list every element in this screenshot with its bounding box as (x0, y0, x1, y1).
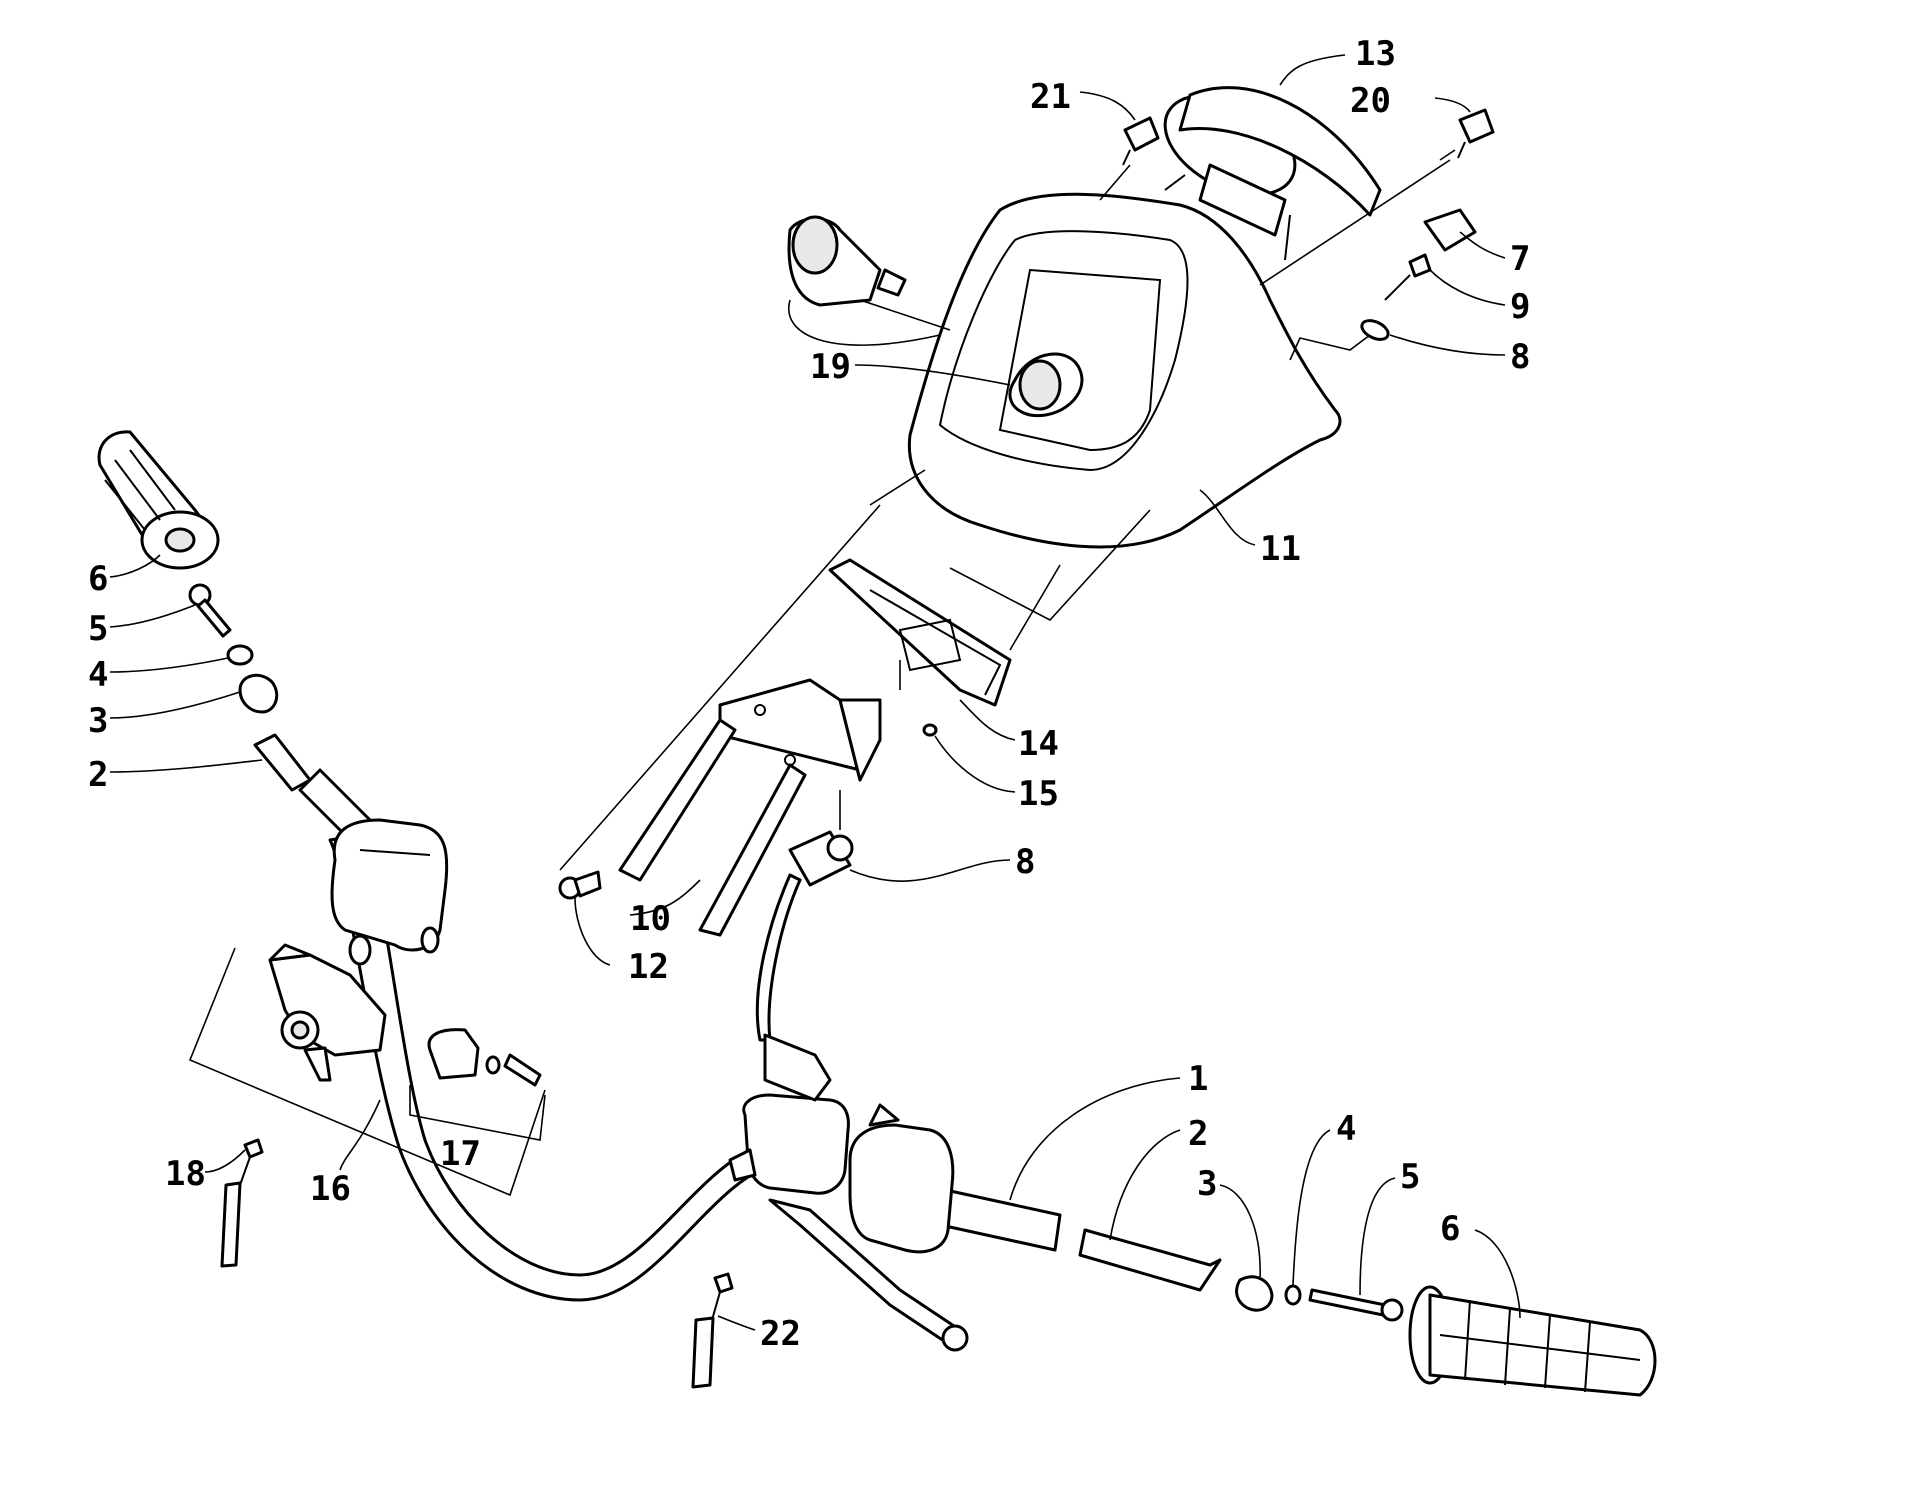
speedometer (1163, 86, 1382, 261)
callout-8-upper: 8 (1510, 337, 1530, 377)
callout-labels: 13 21 20 7 9 8 19 11 6 5 4 3 2 14 15 8 1… (88, 34, 1530, 1354)
callout-8-lower: 8 (1015, 842, 1035, 882)
callout-16: 16 (310, 1169, 351, 1209)
left-brake-control (268, 943, 387, 1082)
left-insert (253, 733, 312, 792)
callout-1: 1 (1188, 1059, 1208, 1099)
callout-21: 21 (1030, 77, 1071, 117)
callout-13: 13 (1355, 34, 1396, 74)
bulb-socket-20 (1457, 108, 1495, 159)
left-grip (97, 430, 220, 570)
screw-15 (922, 723, 938, 737)
callout-leaders (109, 54, 1521, 1331)
ignition-key (1384, 253, 1432, 301)
mounting-bracket (618, 678, 882, 937)
callout-7: 7 (1510, 239, 1530, 279)
left-switch-housing (330, 818, 449, 966)
callout-10: 10 (630, 899, 671, 939)
right-insert (1078, 1228, 1222, 1292)
accessory-outlet-grommet (1008, 352, 1084, 418)
assembly-lines (188, 149, 1456, 1197)
callout-20: 20 (1350, 81, 1391, 121)
pod-cover (907, 192, 1342, 549)
callout-5-right: 5 (1400, 1157, 1420, 1197)
callout-22: 22 (760, 1314, 801, 1354)
callout-2-right: 2 (1188, 1114, 1208, 1154)
right-washer (1284, 1284, 1302, 1306)
callout-3-left: 3 (88, 701, 108, 741)
power-outlet (787, 215, 907, 307)
bulb-socket-21 (1122, 116, 1160, 166)
callout-6-left: 6 (88, 559, 108, 599)
callout-2-left: 2 (88, 755, 108, 795)
right-switch-housing (848, 1103, 955, 1254)
left-bolt (188, 583, 232, 638)
clamp-17 (427, 1028, 542, 1087)
callout-4-right: 4 (1336, 1109, 1356, 1149)
callout-15: 15 (1018, 774, 1059, 814)
callout-6-right: 6 (1440, 1209, 1460, 1249)
brake-master-cylinder (728, 1093, 969, 1352)
callout-18: 18 (165, 1154, 206, 1194)
callout-14: 14 (1018, 724, 1059, 764)
ignition-nut (1360, 319, 1390, 341)
left-washer (226, 644, 254, 666)
ignition-cap (1423, 208, 1477, 252)
right-bolt (1308, 1288, 1404, 1322)
left-bar-end (238, 673, 279, 714)
harness-switch (755, 830, 854, 1102)
callout-4-left: 4 (88, 655, 108, 695)
callout-17: 17 (440, 1134, 481, 1174)
sensor-18 (220, 1138, 264, 1268)
callout-5-left: 5 (88, 609, 108, 649)
push-pin-12 (558, 870, 602, 900)
indicator-lens (828, 558, 1012, 707)
callout-9: 9 (1510, 287, 1530, 327)
sensor-22 (691, 1272, 734, 1389)
callout-3-right: 3 (1197, 1164, 1217, 1204)
right-grip (1408, 1285, 1657, 1397)
callout-11: 11 (1260, 529, 1301, 569)
callout-19: 19 (810, 347, 851, 387)
right-bar-end (1235, 1275, 1274, 1312)
callout-12: 12 (628, 947, 669, 987)
